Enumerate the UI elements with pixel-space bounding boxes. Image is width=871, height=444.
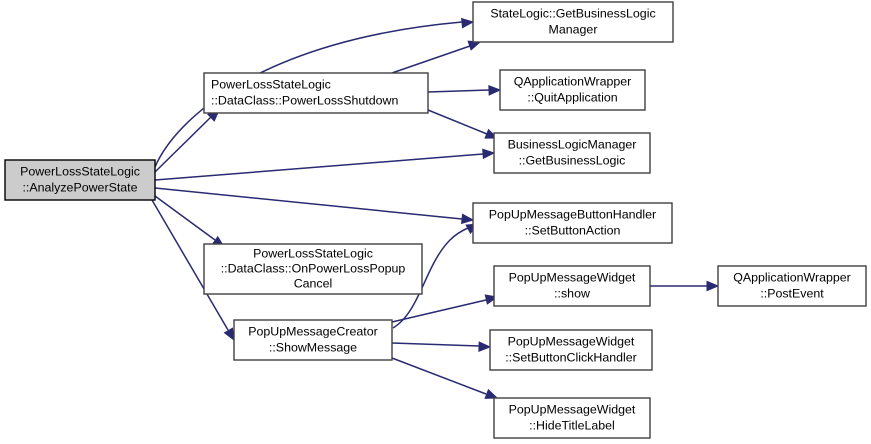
- call-edge-analyze-to-showmessage: [151, 199, 235, 342]
- node-box[interactable]: [493, 397, 651, 439]
- node-box[interactable]: [233, 319, 393, 361]
- node-label-line: QApplicationWrapper: [733, 270, 851, 284]
- node-label-line: ::QuitApplication: [527, 90, 617, 104]
- call-edge-shutdown-to-quitapp: [427, 85, 502, 96]
- call-edge-showmessage-to-setbuttonclick: [391, 341, 492, 352]
- arrowhead-icon: [461, 213, 475, 225]
- node-label-line: PopUpMessageWidget: [509, 270, 636, 284]
- call-edge-showmessage-to-hidetitle: [391, 357, 499, 399]
- node-label-line: PopUpMessageCreator: [248, 324, 377, 338]
- arrowhead-icon: [478, 341, 492, 352]
- node-label-line: QApplicationWrapper: [514, 74, 632, 88]
- edge-line: [391, 357, 487, 395]
- node-label-line: Cancel: [294, 276, 333, 290]
- edge-line: [391, 45, 471, 74]
- graph-node-shutdown[interactable]: PowerLossStateLogic::DataClass::PowerLos…: [203, 72, 429, 114]
- node-layer: PowerLossStateLogic::AnalyzePowerStatePo…: [4, 1, 867, 439]
- edge-line: [154, 187, 463, 220]
- node-box[interactable]: [499, 69, 646, 111]
- edge-line: [427, 109, 488, 135]
- edge-line: [391, 299, 487, 323]
- node-label-line: PopUpMessageWidget: [509, 402, 636, 416]
- graph-node-quitapp[interactable]: QApplicationWrapper::QuitApplication: [499, 69, 646, 111]
- node-label-line: StateLogic::GetBusinessLogic: [490, 6, 655, 20]
- graph-node-getbl[interactable]: BusinessLogicManager::GetBusinessLogic: [493, 132, 651, 174]
- node-label-line: ::AnalyzePowerState: [22, 180, 137, 194]
- node-box[interactable]: [493, 265, 651, 307]
- node-label-line: ::SetButtonClickHandler: [505, 350, 637, 364]
- node-label-line: PowerLossStateLogic: [253, 246, 373, 260]
- node-label-line: ::DataClass::PowerLossShutdown: [211, 93, 398, 107]
- edge-line: [151, 199, 229, 331]
- node-box[interactable]: [203, 243, 423, 295]
- graph-node-setbuttonclick[interactable]: PopUpMessageWidget::SetButtonClickHandle…: [489, 329, 653, 371]
- call-edge-show-to-postevent: [650, 280, 720, 292]
- node-box[interactable]: [4, 159, 156, 201]
- edge-line: [154, 153, 484, 181]
- node-label-line: ::PostEvent: [760, 286, 824, 300]
- call-edge-shutdown-to-getblmanager: [391, 40, 482, 74]
- call-edge-shutdown-to-getbl: [427, 109, 499, 139]
- node-label-line: BusinessLogicManager: [508, 137, 637, 151]
- call-edge-analyze-to-shutdown: [154, 109, 220, 173]
- edge-line: [391, 342, 480, 347]
- arrowhead-icon: [484, 388, 499, 399]
- node-label-line: PopUpMessageWidget: [508, 334, 635, 348]
- arrowhead-icon: [461, 17, 475, 29]
- edge-line: [154, 195, 216, 241]
- arrowhead-icon: [488, 85, 502, 96]
- node-label-line: Manager: [549, 22, 598, 36]
- node-label-line: PowerLossStateLogic: [20, 164, 140, 178]
- call-edge-analyze-to-getbl: [154, 148, 496, 181]
- node-label-line: PowerLossStateLogic: [211, 77, 331, 91]
- call-edge-analyze-to-setbuttonaction: [154, 187, 475, 225]
- node-label-line: ::ShowMessage: [269, 340, 357, 354]
- node-label-line: ::GetBusinessLogic: [519, 153, 626, 167]
- node-label-line: ::DataClass::OnPowerLossPopup: [221, 261, 406, 275]
- call-edge-showmessage-to-show: [391, 294, 499, 323]
- graph-node-hidetitle[interactable]: PopUpMessageWidget::HideTitleLabel: [493, 397, 651, 439]
- edge-line: [427, 89, 490, 93]
- node-label-line: ::SetButtonAction: [525, 223, 621, 237]
- node-label-line: PopUpMessageButtonHandler: [489, 207, 656, 221]
- arrowhead-icon: [706, 280, 720, 292]
- graph-node-postevent[interactable]: QApplicationWrapper::PostEvent: [717, 265, 867, 307]
- arrowhead-icon: [223, 327, 235, 342]
- node-box[interactable]: [472, 1, 674, 43]
- node-label-line: ::show: [554, 286, 590, 300]
- node-label-line: ::HideTitleLabel: [529, 418, 615, 432]
- edge-line: [154, 115, 213, 173]
- graph-node-showmessage[interactable]: PopUpMessageCreator::ShowMessage: [233, 319, 393, 361]
- node-box[interactable]: [493, 132, 651, 174]
- graph-node-setbuttonaction[interactable]: PopUpMessageButtonHandler::SetButtonActi…: [472, 202, 673, 244]
- node-box[interactable]: [717, 265, 867, 307]
- graph-node-analyze[interactable]: PowerLossStateLogic::AnalyzePowerState: [4, 159, 156, 201]
- node-box[interactable]: [489, 329, 653, 371]
- node-box[interactable]: [472, 202, 673, 244]
- node-box[interactable]: [203, 72, 429, 114]
- graph-node-show[interactable]: PopUpMessageWidget::show: [493, 265, 651, 307]
- edge-line: [392, 227, 469, 329]
- graph-node-popupcancel[interactable]: PowerLossStateLogic::DataClass::OnPowerL…: [203, 243, 423, 295]
- arrowhead-icon: [482, 148, 496, 160]
